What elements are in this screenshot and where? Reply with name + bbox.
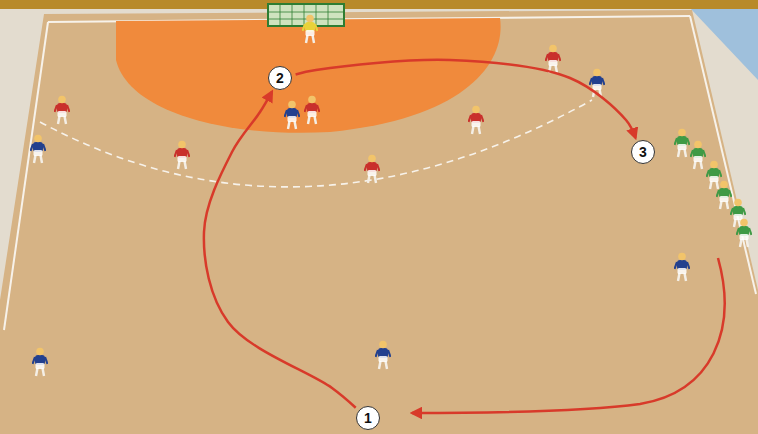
goalkeeper	[303, 15, 318, 43]
attacker	[33, 348, 48, 376]
top-band	[0, 0, 758, 9]
defender	[365, 155, 380, 183]
callout-circle: 1	[356, 406, 380, 430]
callout-number: 2	[276, 71, 284, 85]
callout-number: 3	[639, 145, 647, 159]
defender	[55, 96, 70, 124]
substitute	[737, 219, 752, 247]
callout-circle: 3	[631, 140, 655, 164]
attacker	[376, 341, 391, 369]
defender	[175, 141, 190, 169]
attacker	[590, 69, 605, 97]
substitute	[675, 129, 690, 157]
defender	[469, 106, 484, 134]
attacker	[285, 101, 300, 129]
goal-frame	[268, 4, 344, 26]
movement-arrow	[204, 92, 356, 408]
callout-number: 1	[364, 411, 372, 425]
goal-net	[268, 4, 344, 26]
left-sideline	[4, 22, 48, 330]
attacker	[31, 135, 46, 163]
right-sideline	[690, 16, 756, 294]
court-floor	[0, 10, 758, 434]
run-arrow	[412, 258, 725, 413]
players	[31, 15, 752, 376]
goal	[268, 4, 344, 26]
callout-circle: 2	[268, 66, 292, 90]
attacker	[675, 253, 690, 281]
substitute	[707, 161, 722, 189]
substitute	[691, 141, 706, 169]
substitute	[717, 181, 732, 209]
movement-arrow	[296, 60, 636, 138]
defender	[546, 45, 561, 73]
defender	[305, 96, 320, 124]
